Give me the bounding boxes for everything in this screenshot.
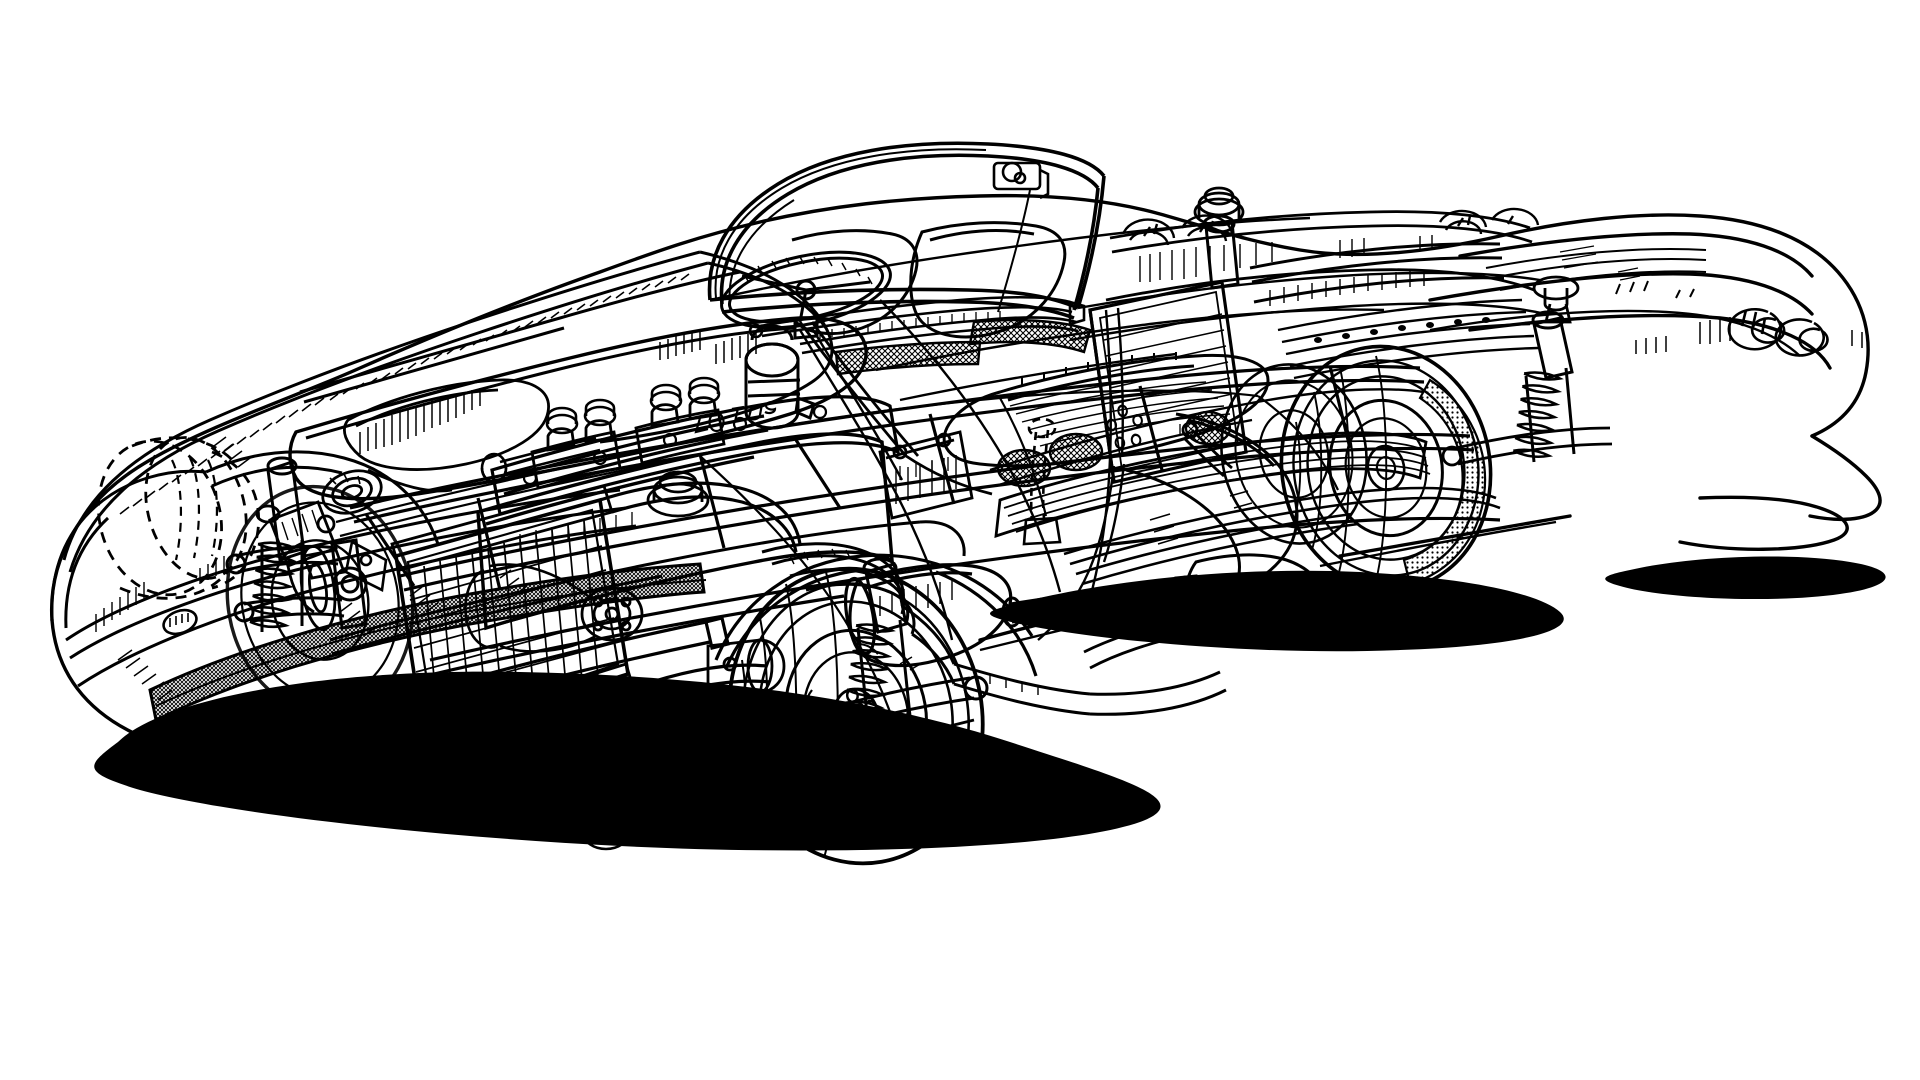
wiring-loom — [798, 299, 1124, 641]
wheel-rear-left — [727, 566, 985, 866]
radiator-hose — [599, 481, 802, 708]
headlamp-hatch — [359, 388, 481, 454]
screen-chrome — [714, 148, 987, 307]
differential — [1181, 553, 1322, 646]
body-lower-ghost — [399, 520, 1557, 792]
front-lamp — [162, 608, 198, 636]
rear-arch-lip — [714, 553, 1038, 677]
bumper-highlight-hatch — [95, 556, 225, 632]
wheel-rear-left-slots — [802, 642, 910, 792]
fan-pulley — [580, 586, 644, 642]
battery — [878, 430, 974, 520]
brake-disc-front — [299, 544, 346, 632]
tail-panel-hatch — [1699, 317, 1863, 348]
nose-cone — [50, 469, 207, 629]
instrument-dials — [1122, 207, 1540, 246]
spare-wheel-tread — [171, 457, 219, 561]
steering-wheel-rim-ticks — [743, 256, 873, 285]
body-shading — [213, 330, 1667, 757]
rear-coilover-far — [1511, 310, 1576, 463]
spare-wheel — [97, 436, 261, 600]
steering-rack — [384, 616, 730, 731]
body-ghost-lines — [709, 216, 1801, 488]
scuttle-vent — [834, 318, 1092, 376]
oil-filter — [744, 324, 816, 430]
wheel-front-right — [1220, 363, 1368, 545]
rear-arch-shadow — [1402, 378, 1487, 586]
front-fog-lamp — [582, 817, 669, 851]
gear-lever-base — [1022, 516, 1062, 546]
battery-hatch — [895, 455, 957, 504]
wheel-front-left — [225, 484, 415, 716]
parcel-shelf — [1277, 298, 1539, 380]
intake-surround-hatch — [117, 569, 528, 701]
gear-lever — [1027, 417, 1057, 521]
intake-manifold — [480, 436, 601, 484]
exhaust-pipe — [953, 662, 1227, 716]
wheel-rear-left-tread — [739, 571, 839, 859]
anti-roll-bar — [329, 520, 966, 656]
master-cyl-hatch — [281, 509, 319, 541]
fuel-filler-cap — [1193, 186, 1245, 227]
oil-filler-cap — [646, 470, 710, 518]
radiator-mount-brackets — [344, 540, 406, 775]
driveshaft — [1083, 595, 1443, 670]
headlamp-pod — [343, 378, 550, 493]
front-arch-lip — [205, 450, 440, 545]
front-bumper — [65, 488, 637, 688]
exhaust-hatch — [789, 548, 1039, 695]
rear-deck-lines — [1485, 247, 1707, 299]
dash-top-hatch — [1559, 245, 1641, 281]
tonneau-hatch — [1269, 270, 1425, 306]
carburettors — [530, 396, 726, 490]
floor-pan-rear — [1063, 486, 1501, 586]
windscreen — [707, 141, 1106, 320]
fuel-tank-hatch — [1103, 313, 1233, 421]
air-filters — [545, 376, 721, 435]
fuel-line — [1037, 463, 1126, 641]
engine-badge-lettering — [694, 400, 777, 434]
